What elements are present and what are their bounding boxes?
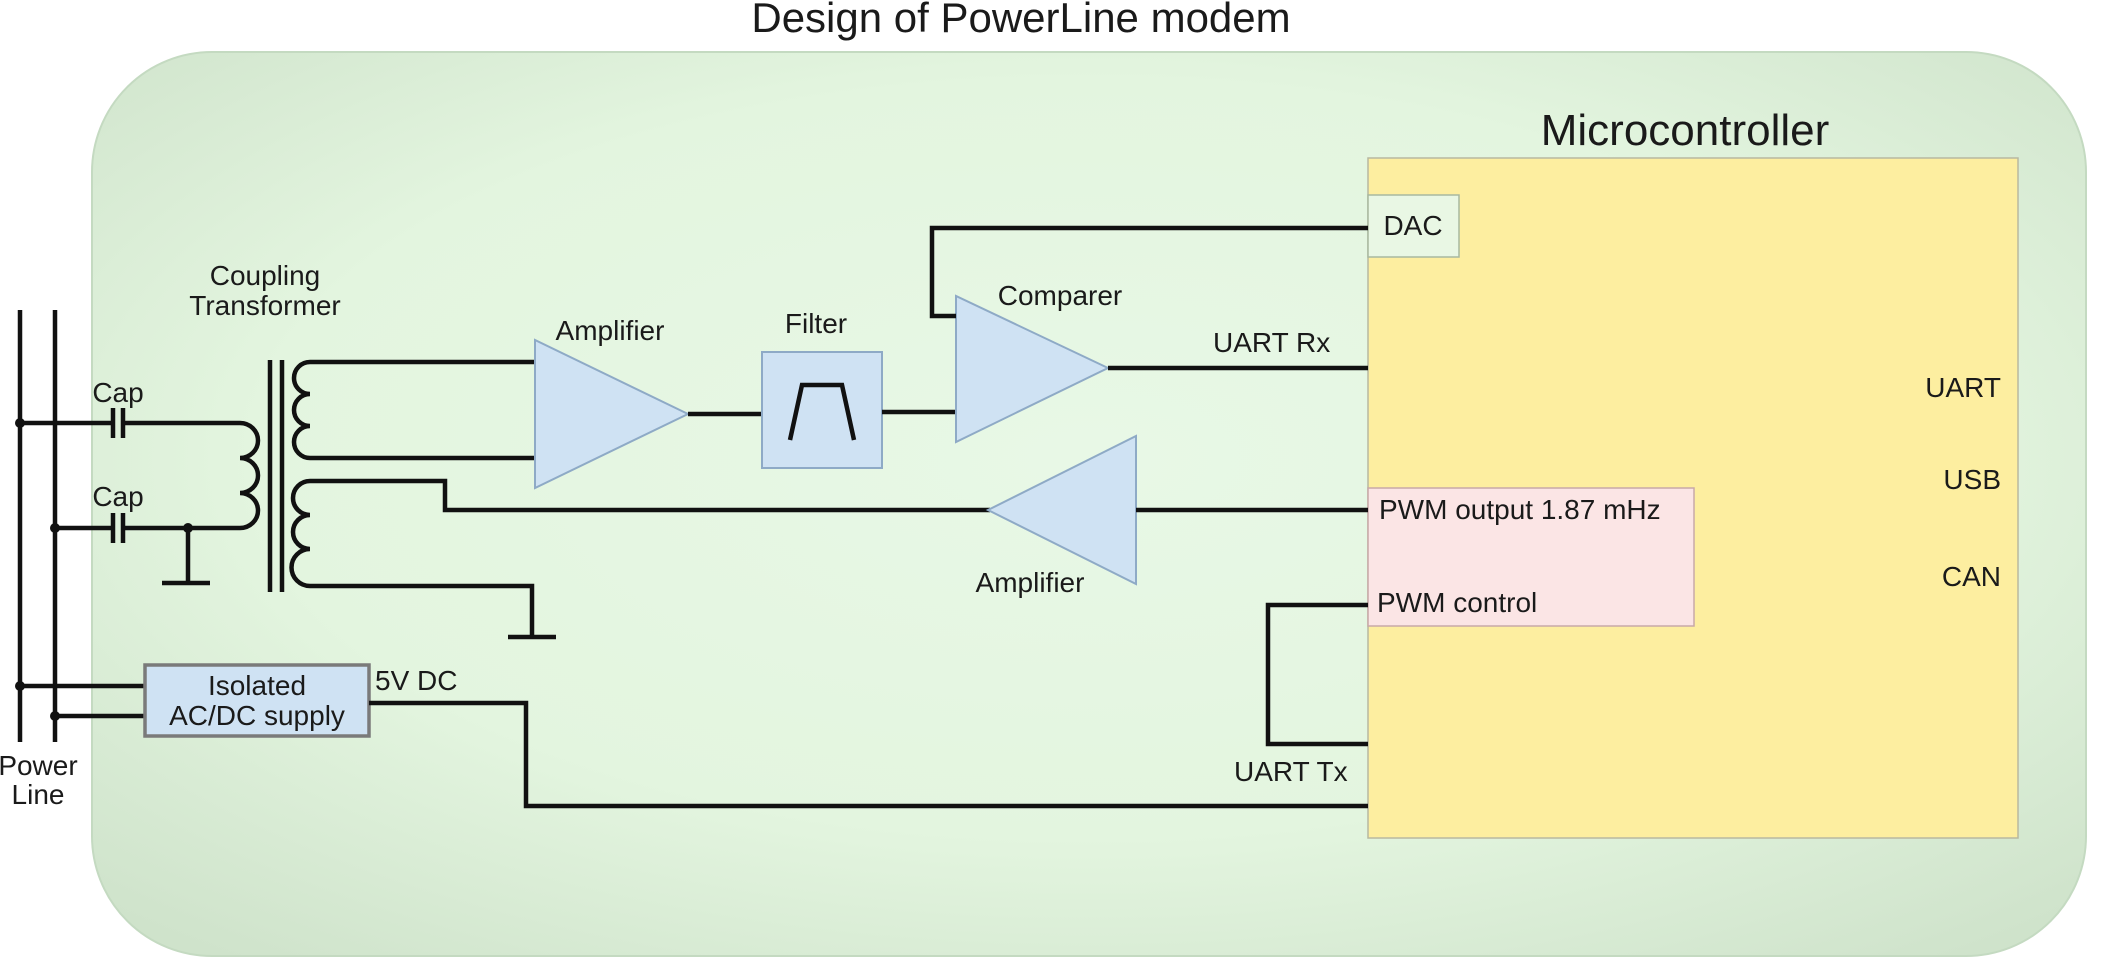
diagram-title: Design of PowerLine modem bbox=[751, 0, 1290, 41]
amplifier-rx bbox=[534, 338, 691, 490]
comparer-label: Comparer bbox=[998, 280, 1122, 311]
pwm-output-label: PWM output 1.87 mHz bbox=[1379, 494, 1661, 525]
comparer bbox=[955, 294, 1111, 444]
supply-output-label: 5V DC bbox=[375, 665, 457, 696]
coupling-transformer-label-1: Coupling bbox=[210, 260, 321, 291]
transformer-secondary-upper-coil bbox=[291, 359, 311, 461]
pwm-block bbox=[1367, 487, 1695, 627]
isolated-acdc-supply bbox=[143, 663, 371, 738]
supply-label-2: AC/DC supply bbox=[169, 700, 345, 731]
bandpass-filter-icon bbox=[787, 382, 857, 441]
filter-label: Filter bbox=[785, 308, 847, 339]
amplifier-rx-label: Amplifier bbox=[556, 315, 665, 346]
microcontroller-title: Microcontroller bbox=[1541, 106, 1830, 155]
power-line-label-1: Power bbox=[0, 750, 78, 781]
uart-tx-label: UART Tx bbox=[1234, 756, 1348, 787]
power-line-label-2: Line bbox=[12, 779, 65, 810]
transformer-secondary-lower-coil bbox=[289, 478, 311, 589]
uart-rx-label: UART Rx bbox=[1213, 327, 1330, 358]
filter-block bbox=[761, 351, 883, 469]
dac-block bbox=[1367, 194, 1460, 258]
cap-bottom-label: Cap bbox=[92, 481, 143, 512]
interface-usb-label: USB bbox=[1943, 464, 2001, 495]
interface-uart-label: UART bbox=[1925, 372, 2001, 403]
dac-label: DAC bbox=[1383, 210, 1442, 241]
transformer-primary-coil bbox=[239, 420, 261, 531]
interface-can-label: CAN bbox=[1942, 561, 2001, 592]
supply-label-1: Isolated bbox=[208, 670, 306, 701]
pwm-control-label: PWM control bbox=[1377, 587, 1537, 618]
cap-top-label: Cap bbox=[92, 377, 143, 408]
coupling-transformer-label-2: Transformer bbox=[189, 290, 340, 321]
amplifier-tx-label: Amplifier bbox=[976, 567, 1085, 598]
